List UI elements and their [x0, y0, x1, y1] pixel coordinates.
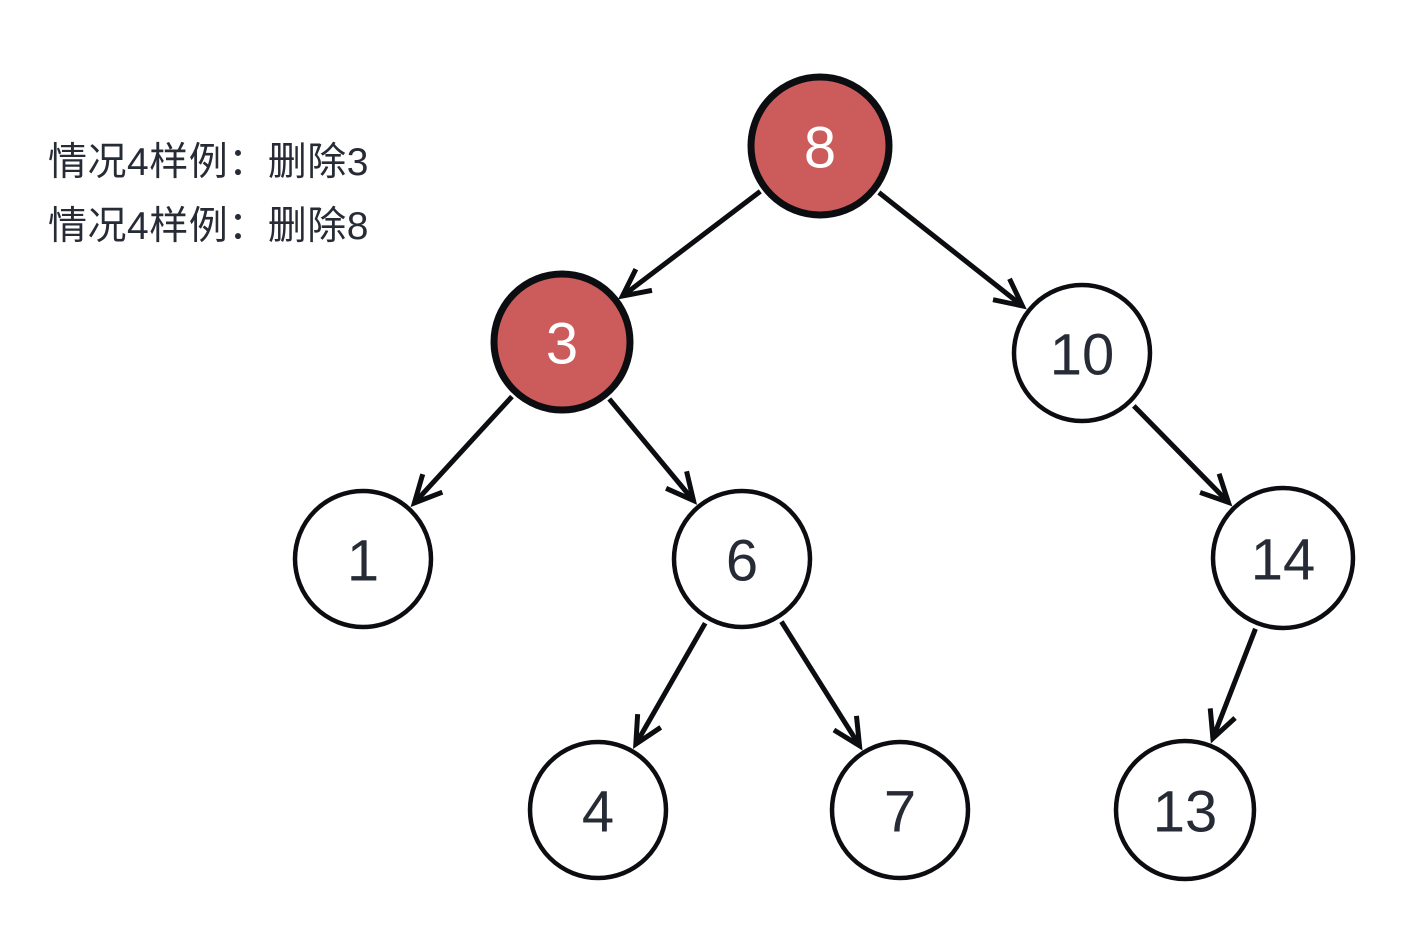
- tree-node-1-circle[interactable]: [292, 488, 434, 630]
- tree-node-14-label: 14: [1251, 528, 1316, 593]
- tree-node-3[interactable]: 3: [490, 270, 634, 414]
- tree-node-14[interactable]: 14: [1210, 485, 1356, 631]
- edge-8-to-10-line: [877, 190, 1024, 308]
- edge-6-to-4-line: [633, 621, 708, 746]
- edge-6-to-4-arrowhead-icon: [633, 713, 663, 749]
- tree-node-3-circle[interactable]: [490, 270, 634, 414]
- tree-node-10-circle[interactable]: [1011, 282, 1153, 424]
- tree-node-6-circle[interactable]: [671, 488, 813, 630]
- tree-node-14-circle[interactable]: [1210, 485, 1356, 631]
- edge-14-to-13: [1207, 627, 1258, 744]
- nodes-layer: 8 3 10 1 6 14 4 7 13: [292, 73, 1356, 882]
- tree-node-4[interactable]: 4: [527, 739, 669, 881]
- tree-node-4-label: 4: [582, 780, 614, 845]
- edge-8-to-10-arrowhead-icon: [992, 277, 1027, 310]
- edge-6-to-7-line: [779, 620, 862, 748]
- edge-3-to-1-arrowhead-icon: [410, 473, 444, 508]
- edge-14-to-13-arrowhead-icon: [1207, 708, 1237, 744]
- edge-8-to-3-arrowhead-icon: [618, 268, 653, 300]
- edge-3-to-6: [607, 397, 698, 505]
- tree-node-1[interactable]: 1: [292, 488, 434, 630]
- caption-line-1: 情况4样例：删除3: [48, 141, 369, 184]
- tree-node-7[interactable]: 7: [829, 739, 971, 881]
- edges-layer: [410, 189, 1258, 751]
- tree-node-8-label: 8: [804, 116, 836, 181]
- edge-8-to-10: [877, 190, 1027, 310]
- edge-8-to-3-line: [621, 189, 762, 299]
- tree-node-4-circle[interactable]: [527, 739, 669, 881]
- tree-node-6[interactable]: 6: [671, 488, 813, 630]
- tree-node-10[interactable]: 10: [1011, 282, 1153, 424]
- tree-node-1-label: 1: [347, 529, 379, 594]
- tree-node-3-label: 3: [546, 312, 578, 377]
- tree-node-6-label: 6: [726, 529, 758, 594]
- edge-3-to-6-line: [607, 397, 696, 503]
- edge-3-to-6-arrowhead-icon: [665, 470, 698, 505]
- tree-node-7-label: 7: [884, 780, 916, 845]
- edge-6-to-7: [779, 620, 863, 751]
- edge-10-to-14-arrowhead-icon: [1199, 473, 1233, 507]
- tree-node-7-circle[interactable]: [829, 739, 971, 881]
- edge-3-to-1: [410, 394, 514, 508]
- edge-14-to-13-line: [1210, 627, 1258, 740]
- edge-6-to-7-arrowhead-icon: [832, 715, 863, 751]
- tree-node-13-circle[interactable]: [1113, 738, 1257, 882]
- edge-3-to-1-line: [412, 394, 514, 505]
- edge-8-to-3: [618, 189, 762, 300]
- caption-block: 情况4样例：删除3 情况4样例：删除8: [48, 131, 369, 259]
- tree-node-10-label: 10: [1050, 323, 1115, 388]
- tree-node-13-label: 13: [1153, 780, 1218, 845]
- tree-node-13[interactable]: 13: [1113, 738, 1257, 882]
- edge-6-to-4: [633, 621, 708, 749]
- tree-node-8[interactable]: 8: [747, 73, 893, 219]
- tree-node-8-circle[interactable]: [747, 73, 893, 219]
- caption-line-2: 情况4样例：删除8: [48, 205, 369, 248]
- edge-10-to-14-line: [1132, 404, 1231, 505]
- edge-10-to-14: [1132, 404, 1233, 507]
